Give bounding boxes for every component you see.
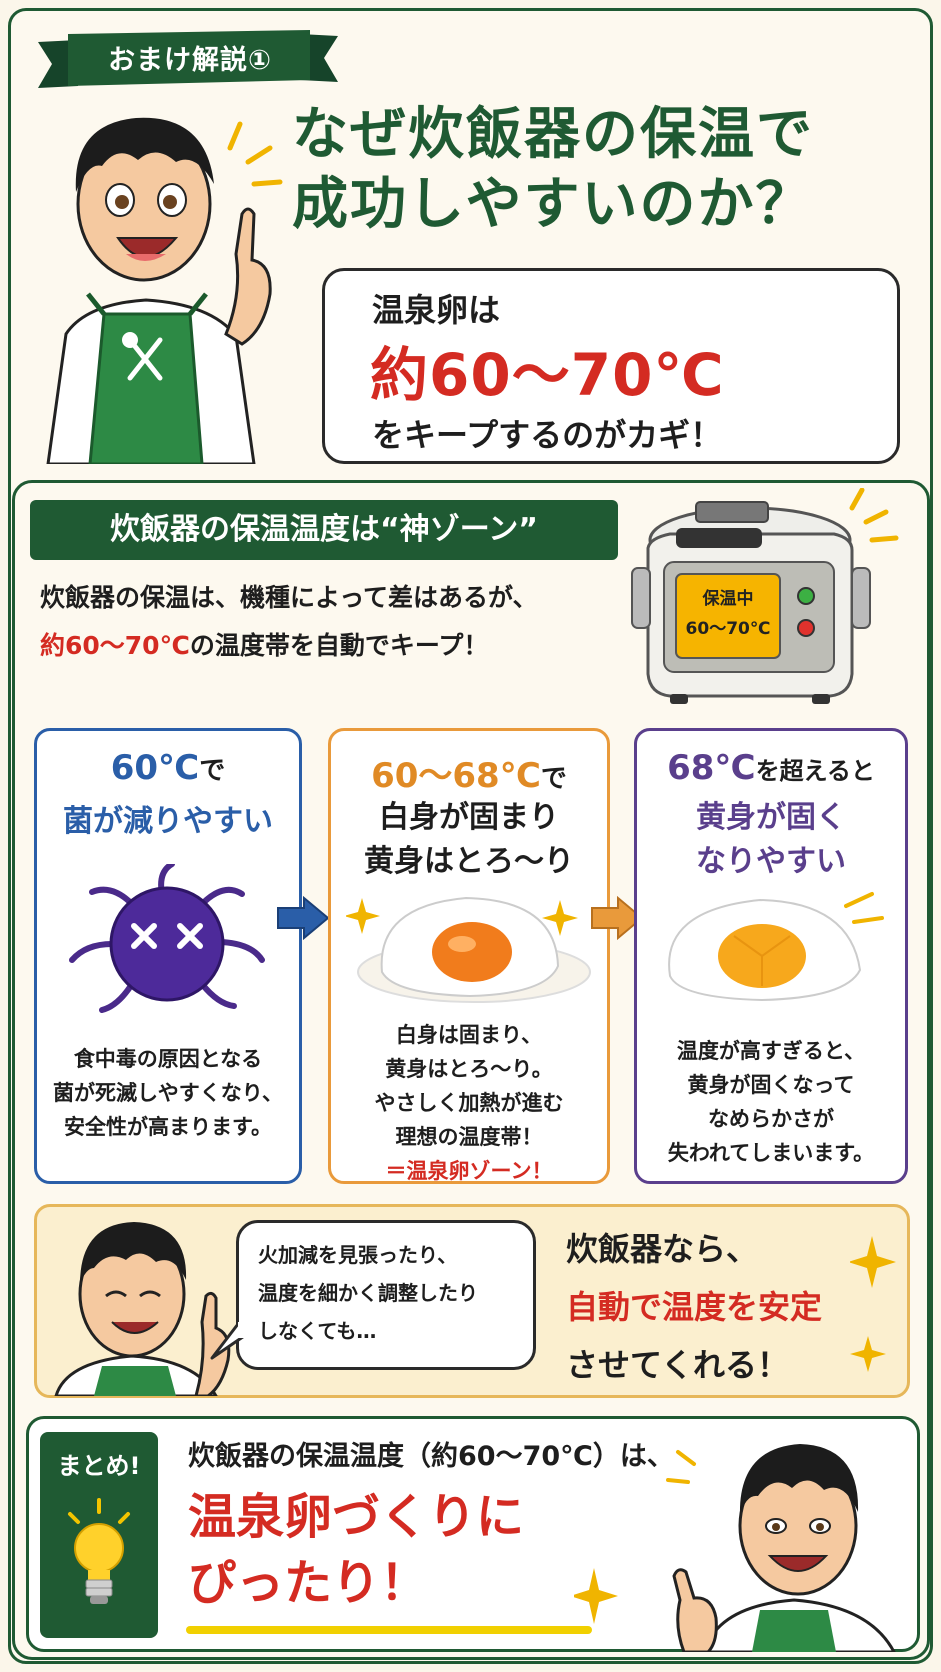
tip-line-1: 炊飯器なら、 [566,1230,759,1268]
speech-bubble-tail [210,1322,250,1360]
intro-rest: の温度帯を自動でキープ！ [189,631,489,660]
hard-egg-icon [668,892,884,1002]
card-hard-temp: 68℃ [667,748,756,788]
intro-line-1: 炊飯器の保温は、機種によって差はあるが、 [40,583,538,612]
card-hard-desc-2: 黄身が固くなって [687,1073,855,1097]
card-hard-title: 68℃を超えると [634,748,908,788]
tip-line-2: 自動で温度を安定 [566,1288,823,1326]
speech-bubble [236,1220,536,1370]
bubble-line-2: 温度を細かく調整したり [258,1281,478,1305]
chef-character-illustration [46,117,283,464]
hook-line-1: 温泉卵は [372,291,501,329]
card-onsen-desc-1: 白身は固まり、 [395,1023,543,1047]
card-onsen-temp: 60～68℃ [371,756,541,796]
card-bacteria-desc-2: 菌が死滅しやすくなり、 [53,1081,283,1105]
summary-line-2: 温泉卵づくりに [188,1489,525,1545]
hook-line-3: をキープするのがカギ！ [372,416,723,454]
soft-egg-icon [346,896,591,1003]
section-heading: 炊飯器の保温温度は“神ゾーン” [110,512,538,547]
card-hard-desc-1: 温度が高すぎると、 [676,1039,866,1063]
card-onsen-headline-1: 白身が固まり [379,800,559,835]
card-bacteria-description: 食中毒の原因となる 菌が死滅しやすくなり、 安全性が高まります。 [34,1042,302,1144]
rice-cooker-illustration: 保温中 60～70℃ [631,488,899,704]
arrow-right-icon [591,896,644,940]
card-onsen-title: 60～68℃で [328,748,610,797]
intro-line-2: 約60～70℃の温度帯を自動でキープ！ [40,626,488,662]
chef-character-illustration [54,1222,231,1396]
card-hard-headline: 黄身が固く なりやすい [634,796,908,884]
sparkle-icon [574,1568,618,1624]
card-onsen-desc-4: 理想の温度帯！ [395,1125,543,1149]
title-line-1: なぜ炊飯器の保温で [292,102,814,167]
ribbon-label: おまけ解説① [108,45,272,76]
summary-badge-label: まとめ! [57,1452,141,1480]
card-onsen-highlight: ＝温泉卵ゾーン！ [385,1159,553,1183]
cooker-display-line-1: 保温中 [702,588,754,609]
card-hard-description: 温度が高すぎると、 黄身が固くなって なめらかさが 失われてしまいます。 [634,1034,908,1170]
card-hard-desc-4: 失われてしまいます。 [667,1141,875,1165]
lightbulb-icon [68,1498,130,1604]
arrow-right-icon [277,896,330,940]
bubble-line-1: 火加減を見張ったり、 [258,1243,458,1267]
speech-bubble-text: 火加減を見張ったり、 温度を細かく調整したり しなくても… [258,1236,528,1350]
card-bacteria-desc-3: 安全性が高まります。 [64,1115,272,1139]
card-onsen-description: 白身は固まり、 黄身はとろ～り。 やさしく加熱が進む 理想の温度帯！ ＝温泉卵ゾ… [328,1018,610,1188]
card-bacteria-desc-1: 食中毒の原因となる [73,1047,263,1071]
card-onsen-desc-2: 黄身はとろ～り。 [385,1057,553,1081]
card-bacteria-title: 60℃で [34,748,302,788]
intro-temperature: 約60～70℃ [40,631,190,660]
title-line-2: 成功しやすいのか？ [292,172,814,237]
card-hard-suffix: を超えると [755,757,875,785]
hook-box [322,268,900,464]
card-hard-headline-2: なりやすい [696,844,846,879]
summary-line-1: 炊飯器の保温温度（約60～70℃）は、 [188,1441,674,1472]
cooker-display-line-2: 60～70℃ [686,619,771,639]
summary-line-3: ぴったり！ [188,1555,429,1611]
card-onsen-headline-2: 黄身はとろ～り [364,844,574,879]
chef-character-illustration [666,1444,896,1652]
card-onsen-desc-3: やさしく加熱が進む [374,1091,564,1115]
sparkle-icon [850,1236,896,1372]
ribbon-banner [38,30,338,88]
main-title: なぜ炊飯器の保温で 成功しやすいのか？ [292,100,932,240]
card-onsen-suffix: で [540,764,567,794]
tip-line-3: させてくれる！ [566,1346,790,1384]
summary-underline [186,1626,592,1634]
card-onsen-headline: 白身が固まり 黄身はとろ～り [328,796,610,884]
card-bacteria-headline: 菌が減りやすい [63,804,273,839]
card-bacteria-suffix: で [199,756,226,786]
card-hard-desc-3: なめらかさが [708,1107,834,1131]
bubble-line-3: しなくても… [258,1319,377,1343]
germ-icon [69,864,265,1013]
hook-temperature: 約60～70℃ [370,341,725,409]
card-bacteria-temp: 60℃ [110,748,200,788]
card-hard-headline-1: 黄身が固く [696,800,846,835]
section-heading-background [30,500,618,560]
